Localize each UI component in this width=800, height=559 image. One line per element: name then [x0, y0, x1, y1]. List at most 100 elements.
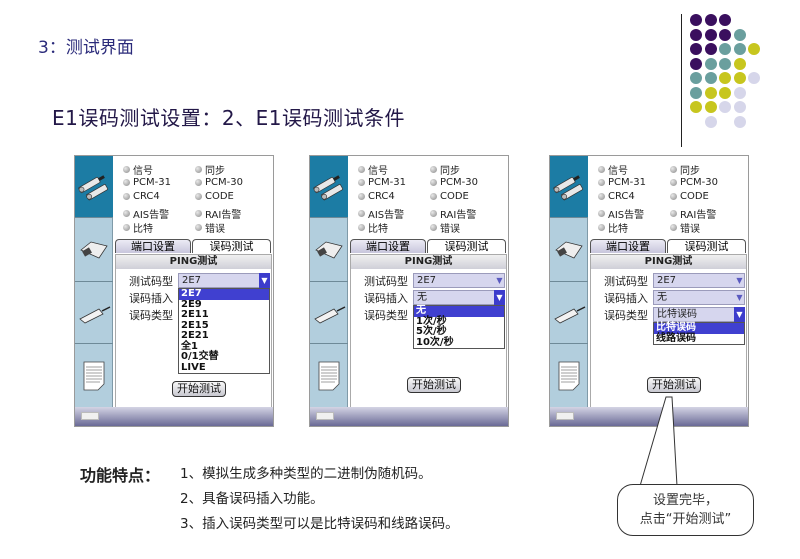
dropdown-option[interactable]: 1次/秒	[416, 315, 447, 327]
status-led-item: 同步	[670, 162, 700, 177]
chevron-down-icon[interactable]: ▼	[736, 276, 743, 285]
start-test-button[interactable]: 开始测试	[407, 377, 461, 393]
tab-error-test[interactable]: 误码测试	[192, 239, 271, 253]
status-led-item: PCM-31	[123, 177, 171, 188]
insert-select[interactable]: 无 ▼	[413, 290, 505, 305]
sidebar-item-serial[interactable]	[550, 218, 588, 282]
dropdown-option[interactable]: LIVE	[181, 361, 206, 373]
decorative-dot	[733, 72, 746, 84]
dropdown-list[interactable]: 比特误码线路误码	[653, 322, 745, 345]
dropdown-option[interactable]: 10次/秒	[416, 336, 454, 348]
battery-icon	[81, 412, 99, 420]
tab-port-settings[interactable]: 端口设置	[115, 239, 191, 253]
tab-error-test[interactable]: 误码测试	[667, 239, 746, 253]
sidebar-item-report[interactable]	[75, 344, 113, 408]
led-indicator-icon	[358, 166, 365, 173]
status-led-label: AIS告警	[133, 209, 170, 221]
pattern-select-value: 2E7	[182, 275, 202, 286]
chevron-down-icon[interactable]: ▼	[494, 290, 505, 305]
device-status-bar	[550, 407, 748, 426]
status-led-item: CRC4	[358, 191, 395, 202]
pattern-select[interactable]: 2E7 ▼	[653, 273, 745, 288]
ping-test-panel: PING测试 测试码型 2E7 ▼ 误码插入 ▼ 误码类型 ▼ 开始测试 2E7…	[115, 254, 272, 408]
led-indicator-icon	[195, 193, 202, 200]
led-indicator-icon	[358, 224, 365, 231]
sidebar-item-e1[interactable]	[310, 156, 348, 218]
chevron-down-icon[interactable]: ▼	[496, 276, 503, 285]
sidebar-item-ethernet[interactable]	[550, 282, 588, 344]
dropdown-option[interactable]: 0/1交替	[181, 351, 219, 362]
sidebar-item-report[interactable]	[550, 344, 588, 408]
pattern-select[interactable]: 2E7 ▼	[413, 273, 505, 288]
status-led-label: 信号	[133, 166, 153, 177]
status-led-item: PCM-30	[195, 177, 243, 188]
start-test-button[interactable]: 开始测试	[172, 381, 226, 397]
status-led-item: PCM-31	[358, 177, 406, 188]
battery-icon	[556, 412, 574, 420]
decorative-dot	[719, 86, 731, 99]
tab-port-settings[interactable]: 端口设置	[350, 239, 426, 253]
dropdown-option[interactable]: 2E11	[181, 309, 209, 320]
device-sidebar	[550, 156, 588, 408]
dropdown-option[interactable]: 2E9	[181, 298, 202, 310]
device-sidebar	[75, 156, 113, 408]
status-led-item: 比特	[358, 220, 388, 235]
insert-label: 误码插入	[129, 292, 173, 305]
sidebar-item-serial[interactable]	[75, 218, 113, 282]
sidebar-item-ethernet[interactable]	[310, 282, 348, 344]
tab-bar: 端口设置 误码测试	[115, 239, 272, 254]
dropdown-option[interactable]: 2E15	[181, 319, 209, 331]
status-led-label: PCM-31	[608, 176, 646, 188]
feature-item: 3、插入误码类型可以是比特误码和线路误码。	[180, 516, 459, 532]
dropdown-option[interactable]: 比特误码	[654, 322, 744, 334]
sidebar-item-serial[interactable]	[310, 218, 348, 282]
decorative-dot	[719, 57, 731, 70]
status-led-item: PCM-30	[670, 177, 718, 188]
chevron-down-icon[interactable]: ▼	[259, 273, 270, 288]
ping-test-panel: PING测试 测试码型 2E7 ▼ 误码插入 无 ▼ 误码类型 ▼ 开始测试 无…	[350, 254, 507, 408]
dropdown-option[interactable]: 5次/秒	[416, 326, 447, 337]
device-status-bar	[75, 407, 273, 426]
type-select[interactable]: 比特误码 ▼	[653, 307, 745, 322]
dropdown-option[interactable]: 2E7	[179, 288, 269, 300]
decorative-dot	[733, 57, 746, 70]
chevron-down-icon[interactable]: ▼	[736, 293, 743, 302]
dropdown-option[interactable]: 全1	[181, 340, 198, 352]
status-led-label: PCM-31	[368, 176, 406, 188]
sidebar-item-e1[interactable]	[75, 156, 113, 218]
decorative-dot	[748, 72, 760, 84]
led-indicator-icon	[430, 178, 437, 186]
insert-select[interactable]: 无 ▼	[653, 290, 745, 305]
status-led-item: 信号	[358, 162, 388, 177]
sidebar-item-report[interactable]	[310, 344, 348, 408]
dropdown-option[interactable]: 无	[414, 305, 504, 317]
status-led-label: CRC4	[608, 191, 635, 202]
tab-error-test[interactable]: 误码测试	[427, 239, 506, 253]
pattern-select[interactable]: 2E7 ▼	[178, 273, 270, 288]
start-test-button[interactable]: 开始测试	[647, 377, 701, 393]
status-led-item: RAI告警	[670, 206, 716, 221]
tab-port-settings[interactable]: 端口设置	[590, 239, 666, 253]
decorative-dot	[704, 86, 717, 99]
decorative-divider	[681, 14, 682, 147]
db-connector-icon	[315, 241, 343, 259]
status-led-label: PCM-30	[680, 176, 718, 188]
sidebar-item-ethernet[interactable]	[75, 282, 113, 344]
status-led-label: PCM-30	[205, 176, 243, 188]
dropdown-option[interactable]: 2E21	[181, 330, 209, 341]
led-indicator-icon	[430, 209, 437, 217]
callout-line-1: 设置完毕，	[652, 493, 718, 508]
sidebar-item-e1[interactable]	[550, 156, 588, 218]
status-led-label: 比特	[133, 224, 153, 235]
panel-title: PING测试	[351, 255, 506, 269]
dropdown-option[interactable]: 线路误码	[656, 332, 696, 344]
insert-select-value: 无	[657, 292, 667, 303]
insert-label: 误码插入	[604, 292, 648, 305]
chevron-down-icon[interactable]: ▼	[734, 307, 745, 322]
slide-heading: 3：测试界面	[38, 38, 134, 58]
device-status-bar	[310, 407, 508, 426]
status-led-label: PCM-31	[133, 176, 171, 188]
led-indicator-icon	[358, 209, 365, 217]
